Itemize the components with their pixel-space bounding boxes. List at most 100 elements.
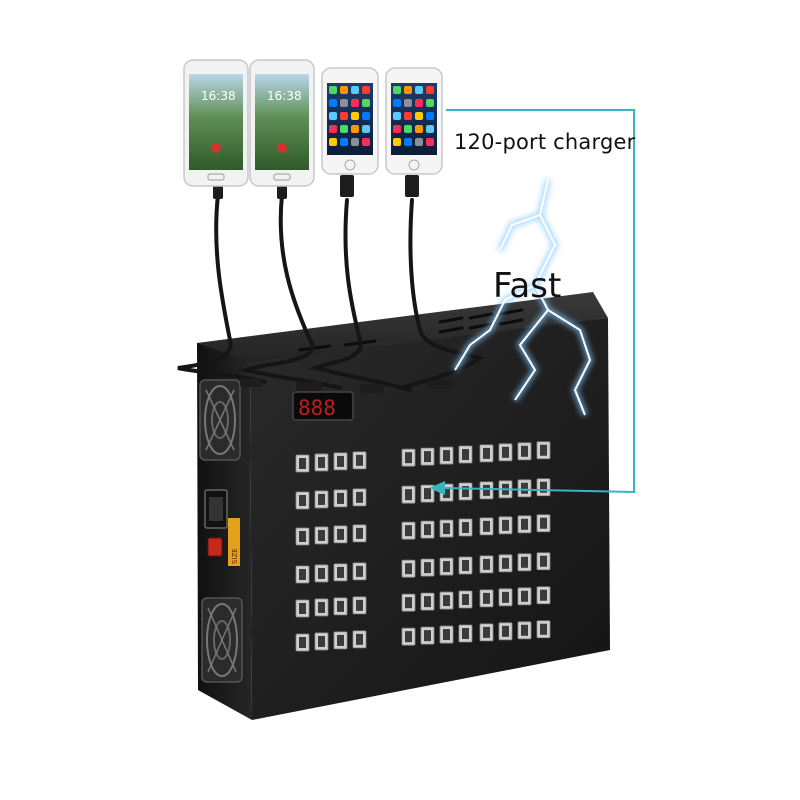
- usb-port-slot: [521, 556, 528, 568]
- app-icon: [393, 125, 401, 133]
- usb-port-slot: [462, 486, 469, 498]
- usb-port-slot: [443, 561, 450, 573]
- app-icon: [426, 112, 434, 120]
- phone-android-1: 16:38: [183, 59, 249, 187]
- power-inlet: [204, 489, 228, 529]
- current-display-readout: 888: [298, 396, 336, 420]
- usb-port-slot: [462, 560, 469, 572]
- app-icon: [340, 138, 348, 146]
- usb-port-slot: [502, 591, 509, 603]
- usb-port-slot: [405, 525, 412, 537]
- usb-port-slot: [424, 630, 431, 642]
- usb-port-slot: [299, 569, 306, 580]
- usb-port-slot: [540, 623, 547, 635]
- voltage-sticker-text: SIZE: [231, 548, 239, 564]
- usb-port-slot: [521, 518, 528, 530]
- cable-2: [237, 193, 342, 390]
- callout-connector: [429, 109, 635, 495]
- usb-port-slot: [405, 631, 412, 643]
- usb-port-slot: [318, 456, 325, 468]
- usb-port-slot: [356, 565, 363, 577]
- usb-port-slot: [483, 558, 490, 570]
- usb-port-slot: [483, 484, 490, 496]
- app-icon: [351, 138, 359, 146]
- usb-port-slot: [540, 517, 547, 529]
- cable-1: [177, 193, 267, 384]
- usb-port-slot: [540, 555, 547, 567]
- app-icon: [415, 138, 423, 146]
- iphone-2-app-icons: [393, 86, 434, 146]
- arrow-head-icon: [429, 481, 445, 495]
- voltage-sticker: SIZE: [228, 518, 240, 566]
- app-icon: [415, 125, 423, 133]
- cable-3: [308, 198, 412, 392]
- app-icon: [415, 86, 423, 94]
- usb-port-slot: [337, 528, 344, 540]
- usb-port-slot: [462, 594, 469, 606]
- usb-port-slot: [502, 519, 509, 531]
- app-icon: [362, 86, 370, 94]
- app-icon: [415, 99, 423, 107]
- usb-port-slot: [337, 634, 344, 646]
- usb-port-slot: [405, 563, 412, 575]
- power-switch: [207, 537, 223, 557]
- usb-port-slot: [502, 446, 509, 458]
- fan-lower: [201, 597, 243, 683]
- usb-port-slot: [318, 529, 325, 541]
- phone-iphone-1: [321, 67, 379, 175]
- cable-4: [398, 198, 485, 390]
- usb-port-slot: [443, 595, 450, 607]
- app-icon: [393, 112, 401, 120]
- app-icon: [404, 86, 412, 94]
- usb-port-slot: [502, 557, 509, 569]
- usb-port-slot: [540, 589, 547, 601]
- lightning-bolt-icon: [452, 179, 594, 417]
- app-icon: [404, 138, 412, 146]
- app-icon: [404, 99, 412, 107]
- usb-port-slot: [405, 597, 412, 609]
- usb-port-slot: [318, 493, 325, 505]
- app-icon: [329, 99, 337, 107]
- usb-port-slot: [299, 531, 306, 542]
- usb-port-slot: [424, 562, 431, 574]
- iphone-1-app-icons: [329, 86, 370, 146]
- usb-port-slot: [299, 637, 306, 648]
- usb-port-slot: [424, 596, 431, 608]
- usb-port-slot: [356, 454, 363, 466]
- app-icon: [351, 125, 359, 133]
- usb-port-slot: [483, 592, 490, 604]
- app-icon: [329, 138, 337, 146]
- usb-port-slot: [424, 488, 431, 500]
- app-icon: [426, 138, 434, 146]
- usb-port-slot: [424, 451, 431, 463]
- usb-port-slot: [462, 522, 469, 534]
- cable-plugs: [213, 175, 454, 393]
- usb-port-slot: [540, 481, 547, 493]
- usb-port-slot: [483, 626, 490, 638]
- charger-unit: SIZE 888: [197, 292, 610, 720]
- usb-port-slot: [462, 449, 469, 461]
- app-icon: [329, 86, 337, 94]
- usb-port-slot: [443, 450, 450, 462]
- app-icon: [340, 86, 348, 94]
- app-icon: [362, 125, 370, 133]
- usb-port-slot: [356, 527, 363, 539]
- app-icon: [393, 138, 401, 146]
- usb-port-slot: [462, 628, 469, 640]
- app-icon: [340, 125, 348, 133]
- usb-port-slot: [299, 603, 306, 614]
- usb-port-slot: [318, 567, 325, 579]
- usb-port-slot: [424, 524, 431, 536]
- usb-port-slot: [356, 491, 363, 503]
- usb-port-slot: [540, 444, 547, 456]
- app-icon: [340, 112, 348, 120]
- usb-port-slot: [356, 633, 363, 645]
- usb-port-slot: [405, 452, 412, 464]
- usb-port-slot: [318, 635, 325, 647]
- fan-upper: [199, 379, 241, 461]
- app-icon: [404, 125, 412, 133]
- app-icon: [426, 125, 434, 133]
- usb-port-slot: [443, 487, 450, 499]
- app-icon: [351, 112, 359, 120]
